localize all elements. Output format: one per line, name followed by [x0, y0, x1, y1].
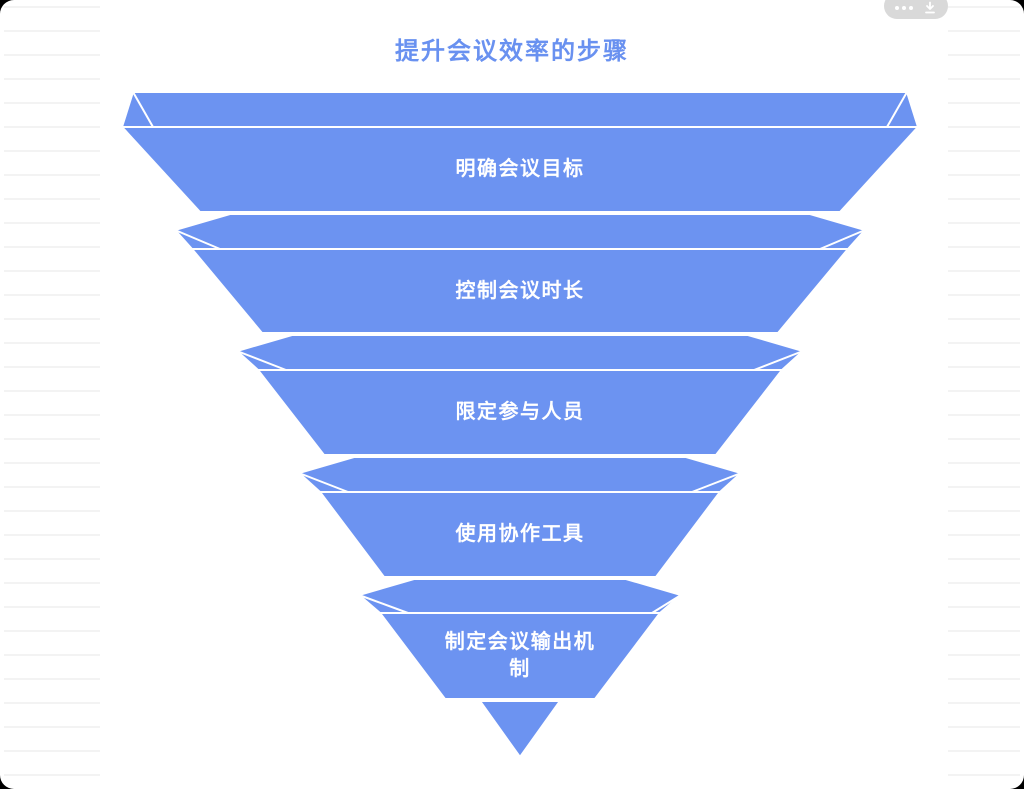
funnel-step-4-face — [319, 491, 721, 578]
funnel-step-5-fold-left — [358, 594, 409, 614]
funnel-step-1-label: 明确会议目标 — [455, 158, 585, 180]
funnel-step-3-collar — [236, 334, 804, 371]
funnel-step-3-fold-right — [753, 350, 804, 371]
download-icon — [925, 1, 936, 13]
funnel-step-1-fold-right — [886, 91, 908, 128]
more-icon — [894, 5, 913, 10]
floating-toolbar — [884, 0, 948, 19]
funnel-step-5-label: 制定会议输出机制 — [444, 631, 596, 680]
funnel-step-4-collar — [298, 456, 742, 493]
funnel-step-4-fold-left — [298, 472, 349, 493]
funnel-step-2-fold-left — [174, 229, 221, 250]
funnel-step-2-face — [191, 248, 849, 334]
funnel-step-4-label: 使用协作工具 — [455, 523, 585, 545]
funnel-tip — [479, 700, 561, 758]
funnel-step-2-fold-right — [819, 229, 866, 250]
funnel-step-5-fold-right — [651, 594, 682, 614]
funnel-step-2-label: 控制会议时长 — [455, 279, 585, 302]
page-title: 提升会议效率的步骤 — [395, 38, 629, 65]
funnel-step-2-collar — [174, 213, 866, 250]
funnel-step-1-face — [121, 126, 919, 213]
funnel-step-5-face — [379, 612, 661, 700]
funnel-step-1-collar — [121, 91, 919, 128]
funnel-step-3-fold-left — [236, 350, 287, 371]
more-button[interactable] — [894, 1, 913, 15]
funnel-step-3-face — [257, 369, 783, 456]
funnel-step-1-fold-left — [132, 91, 154, 128]
download-button[interactable] — [923, 1, 937, 15]
funnel-step-5-collar — [358, 578, 682, 614]
funnel-step-3-label: 限定参与人员 — [455, 401, 585, 423]
funnel-step-4-fold-right — [691, 472, 742, 493]
